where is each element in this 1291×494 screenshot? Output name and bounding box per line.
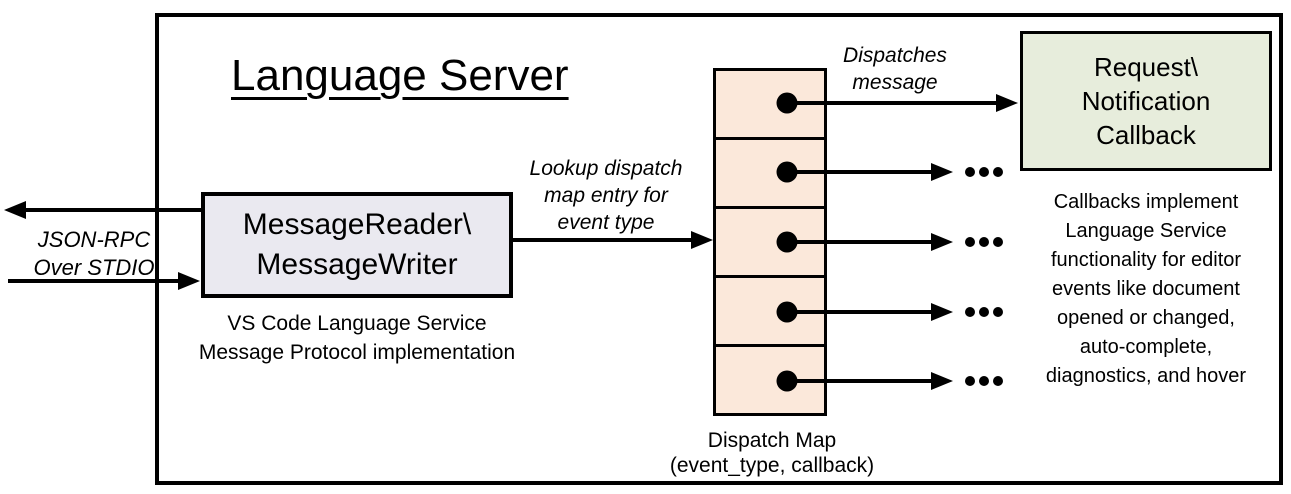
- dispatch-cell: [716, 71, 824, 137]
- diagram-title: Language Server: [231, 51, 569, 100]
- dispatches-message-label: Dispatches message: [843, 44, 947, 94]
- request-notification-callback-box: Request\ Notification Callback: [1020, 31, 1272, 171]
- lookup-dispatch-label: Lookup dispatch map entry for event type: [529, 157, 683, 234]
- io-protocol-label: JSON-RPC Over STDIO: [33, 227, 155, 280]
- dispatch-map-caption: Dispatch Map (event_type, callback): [669, 429, 875, 477]
- dispatch-cell: [716, 137, 824, 206]
- dispatch-cell: [716, 344, 824, 413]
- message-box-caption: VS Code Language Service Message Protoco…: [198, 312, 516, 364]
- dispatch-map: [713, 68, 827, 416]
- dispatch-cell: [716, 206, 824, 275]
- dispatch-cell: [716, 275, 824, 344]
- message-reader-writer-box: MessageReader\ MessageWriter: [201, 192, 513, 298]
- arrowhead-icon: [4, 201, 26, 219]
- callbacks-description: Callbacks implement Language Service fun…: [1045, 191, 1247, 387]
